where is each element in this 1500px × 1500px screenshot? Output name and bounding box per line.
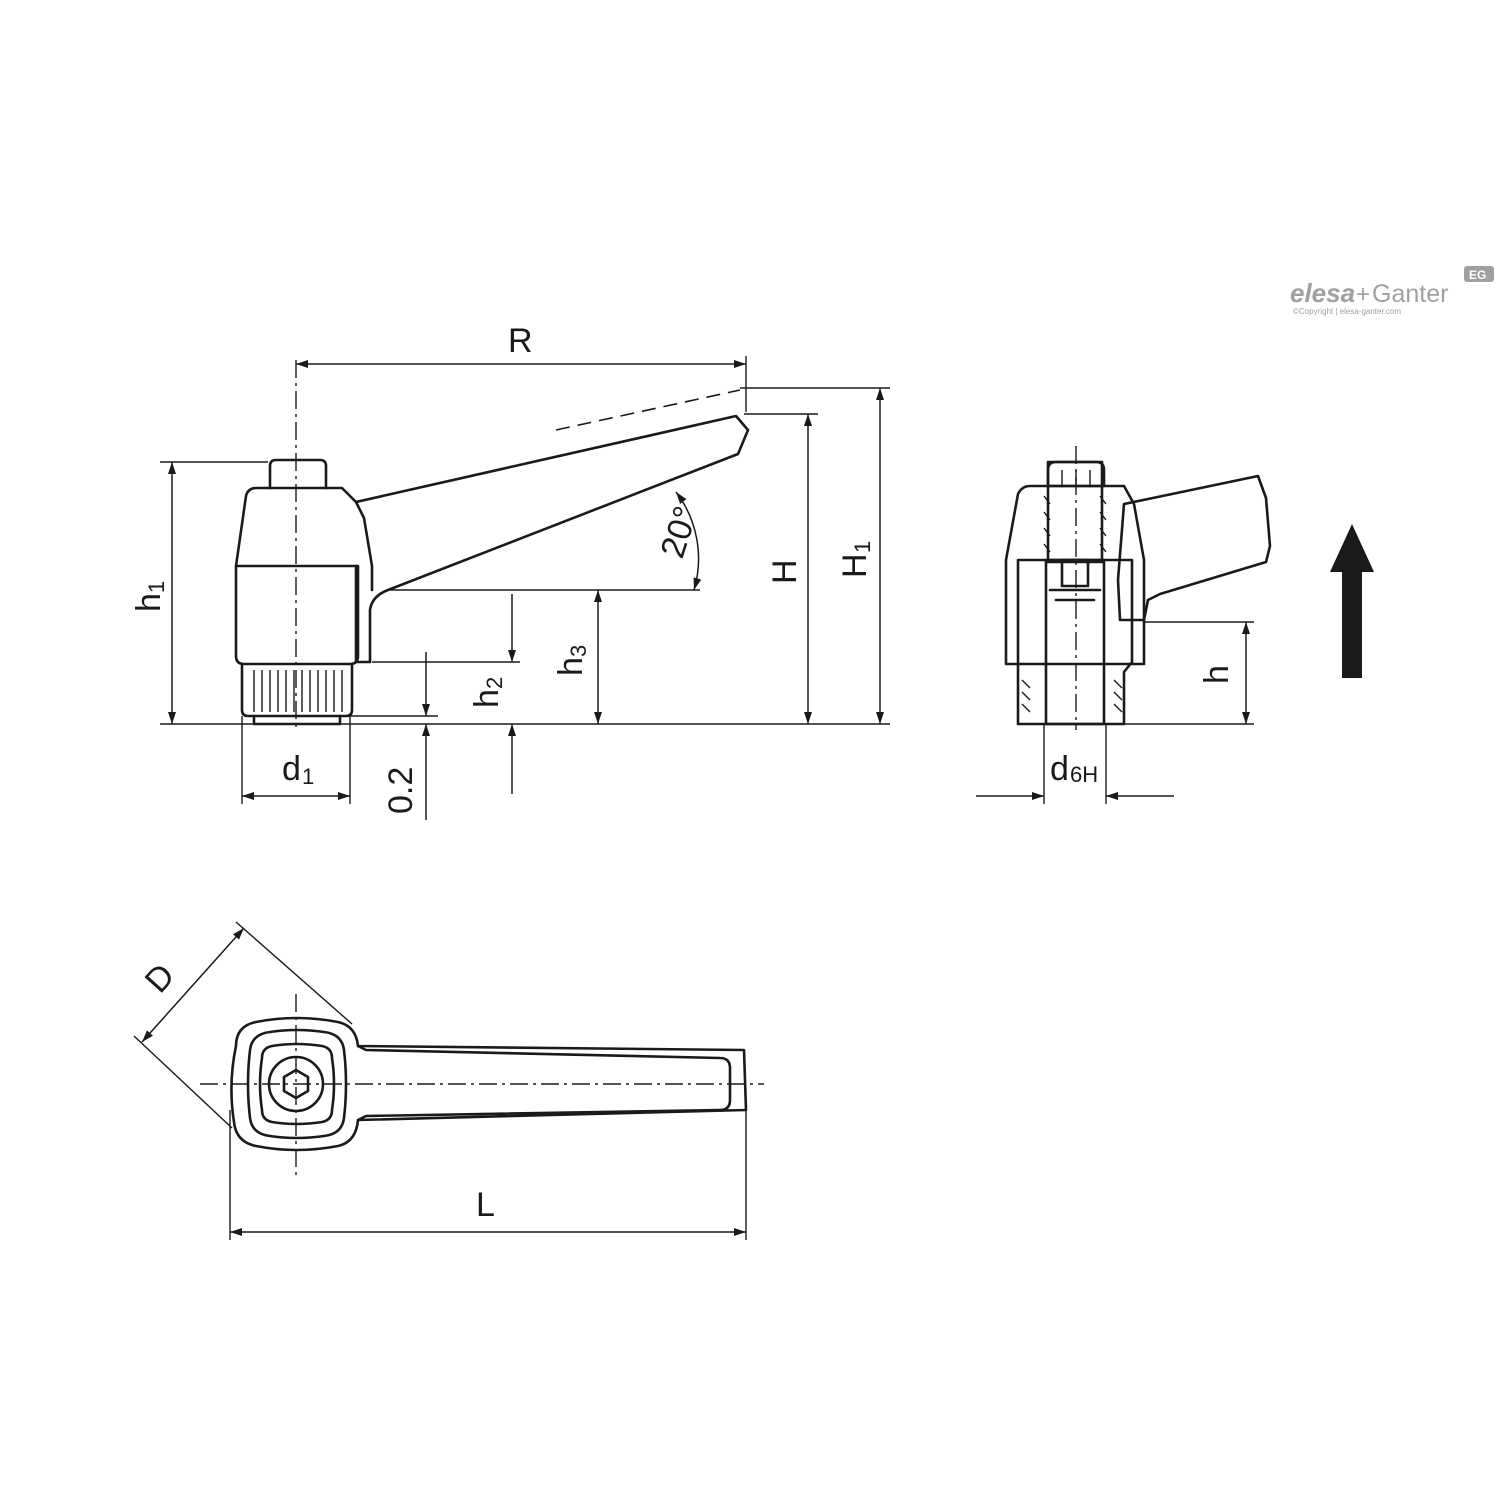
svg-text:D: D (138, 957, 183, 1001)
section-thread (1021, 679, 1123, 713)
dim-R-label: R (508, 322, 533, 360)
section-hex-socket (1060, 558, 1090, 588)
top-view: D L (133, 921, 764, 1240)
section-screw-head (1046, 460, 1106, 488)
section-bore (1044, 558, 1106, 726)
dim-d1-text: d 1 (282, 750, 314, 789)
section-screw-cavity (1046, 460, 1104, 564)
dim-H-text: H (766, 559, 804, 584)
dim-gap-text: 0.2 (382, 767, 420, 814)
dim-H1-text: H 1 (836, 541, 875, 578)
dim-h1-text: h 1 (130, 581, 169, 612)
svg-text:0.2: 0.2 (382, 767, 420, 814)
dim-angle-arc (675, 491, 702, 591)
side-view: R h 1 h 2 h 3 20° (130, 322, 890, 820)
side-hub (234, 564, 360, 666)
side-dashed-lever-edge (555, 389, 741, 431)
top-hub-inner2 (258, 1042, 336, 1126)
brand-logo: elesa + Ganter EG ©Copyright | elesa-gan… (1290, 266, 1494, 316)
side-lever-outline (234, 414, 750, 664)
top-hub-inner (246, 1028, 348, 1140)
brand-name-part1: elesa (1290, 278, 1355, 308)
svg-text:h: h (130, 593, 168, 612)
dim-D-ext-lower (133, 1035, 233, 1129)
dim-D-ext-upper (235, 921, 353, 1025)
section-insert (1016, 558, 1134, 726)
brand-badge-box (1464, 266, 1494, 282)
svg-text:6H: 6H (1070, 762, 1098, 787)
svg-text:1: 1 (144, 581, 169, 593)
dim-D-text: D (138, 957, 183, 1001)
dim-d6H-text: d 6H (1050, 750, 1098, 788)
svg-text:3: 3 (566, 645, 591, 657)
section-bore-step (1048, 588, 1102, 602)
svg-text:h: h (468, 689, 506, 708)
svg-text:d: d (282, 750, 301, 788)
svg-text:H: H (836, 553, 874, 578)
dim-D-line (141, 927, 245, 1043)
svg-text:2: 2 (482, 677, 507, 689)
dim-h3-text: h 3 (552, 645, 591, 676)
svg-text:d: d (1050, 750, 1069, 788)
direction-up-arrow-icon (1330, 524, 1374, 678)
top-lever-inner (356, 1044, 732, 1122)
brand-plus: + (1356, 281, 1370, 308)
side-top-cap (268, 458, 328, 490)
section-spring (1043, 495, 1107, 553)
dim-L-label: L (476, 1186, 495, 1224)
svg-text:h: h (552, 657, 590, 676)
dim-h-text: h (1198, 665, 1236, 684)
side-hub-shoulder (354, 500, 374, 592)
brand-badge: EG (1469, 268, 1486, 282)
top-hub-outer (230, 1016, 748, 1152)
svg-text:1: 1 (850, 541, 875, 553)
svg-text:H: H (766, 559, 804, 584)
svg-text:1: 1 (302, 764, 314, 789)
side-knurl (240, 662, 354, 718)
svg-text:h: h (1198, 665, 1236, 684)
section-view: h d 6H (976, 446, 1374, 804)
brand-copyright: ©Copyright | elesa-ganter.com (1293, 307, 1401, 316)
section-hub (1004, 484, 1146, 666)
brand-name-part2: Ganter (1372, 280, 1448, 308)
section-arm (1116, 474, 1272, 622)
side-knurl-lines (253, 670, 343, 712)
dim-h2-text: h 2 (468, 677, 507, 708)
